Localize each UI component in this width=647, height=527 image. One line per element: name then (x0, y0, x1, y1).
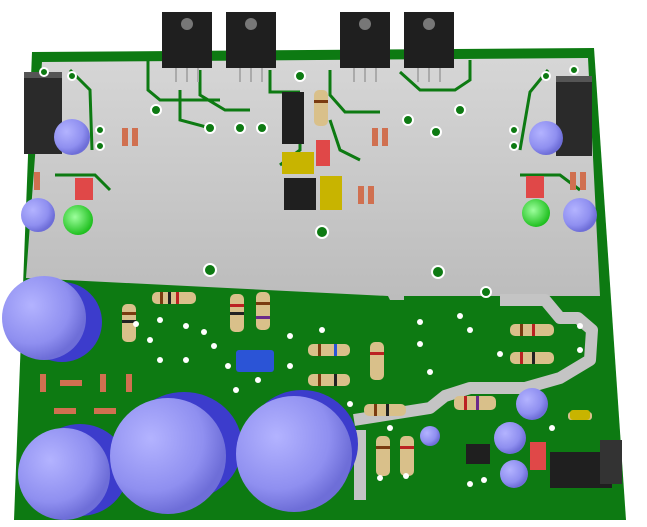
resistor-r14 (314, 90, 328, 126)
top-power-transistors (162, 12, 454, 82)
capacitor-c3 (110, 392, 242, 514)
resistor-r1 (152, 292, 196, 304)
resistor-r10 (510, 324, 554, 336)
resistor-r3 (230, 294, 244, 332)
capacitor-c1 (2, 276, 102, 362)
resistor-r12 (376, 436, 390, 476)
left-red-component (75, 178, 93, 200)
yellow-relay-2 (320, 176, 342, 210)
center-black-module (282, 92, 304, 144)
resistor-r2 (122, 304, 136, 342)
resistor-r8 (364, 404, 406, 416)
small-capacitors-lower (420, 388, 548, 488)
transistor-q4 (404, 12, 454, 82)
lower-ic (466, 444, 490, 464)
small-resistors (34, 128, 586, 414)
large-electrolytic-capacitors (2, 276, 358, 520)
resistor-r5 (308, 344, 350, 356)
right-terminal-block-top (556, 76, 592, 82)
transistor-q3 (340, 12, 390, 82)
transistor-q1 (162, 12, 212, 82)
right-red-component (526, 176, 544, 198)
black-relay-body (284, 178, 316, 210)
transistor-q2 (226, 12, 276, 82)
bottom-right-connector-side (600, 440, 622, 484)
small-yellow-chip (570, 410, 590, 420)
lower-red-component (530, 442, 546, 470)
left-led (63, 205, 93, 235)
resistor-r9 (454, 396, 496, 410)
resistor-r7 (370, 342, 384, 380)
resistor-r13 (400, 436, 414, 476)
resistor-r11 (510, 352, 554, 364)
film-capacitor (236, 350, 274, 372)
small-capacitors-upper (21, 119, 597, 232)
center-red-component (316, 140, 330, 166)
capacitor-c4 (236, 390, 358, 512)
silver-trace-strip (353, 294, 598, 426)
resistor-r4 (256, 292, 270, 330)
resistor-r6 (308, 374, 350, 386)
yellow-relay-1 (282, 152, 314, 174)
right-led (522, 199, 550, 227)
axial-resistors (122, 90, 592, 476)
pads-and-vias (39, 65, 579, 298)
capacitor-c2 (18, 424, 128, 520)
